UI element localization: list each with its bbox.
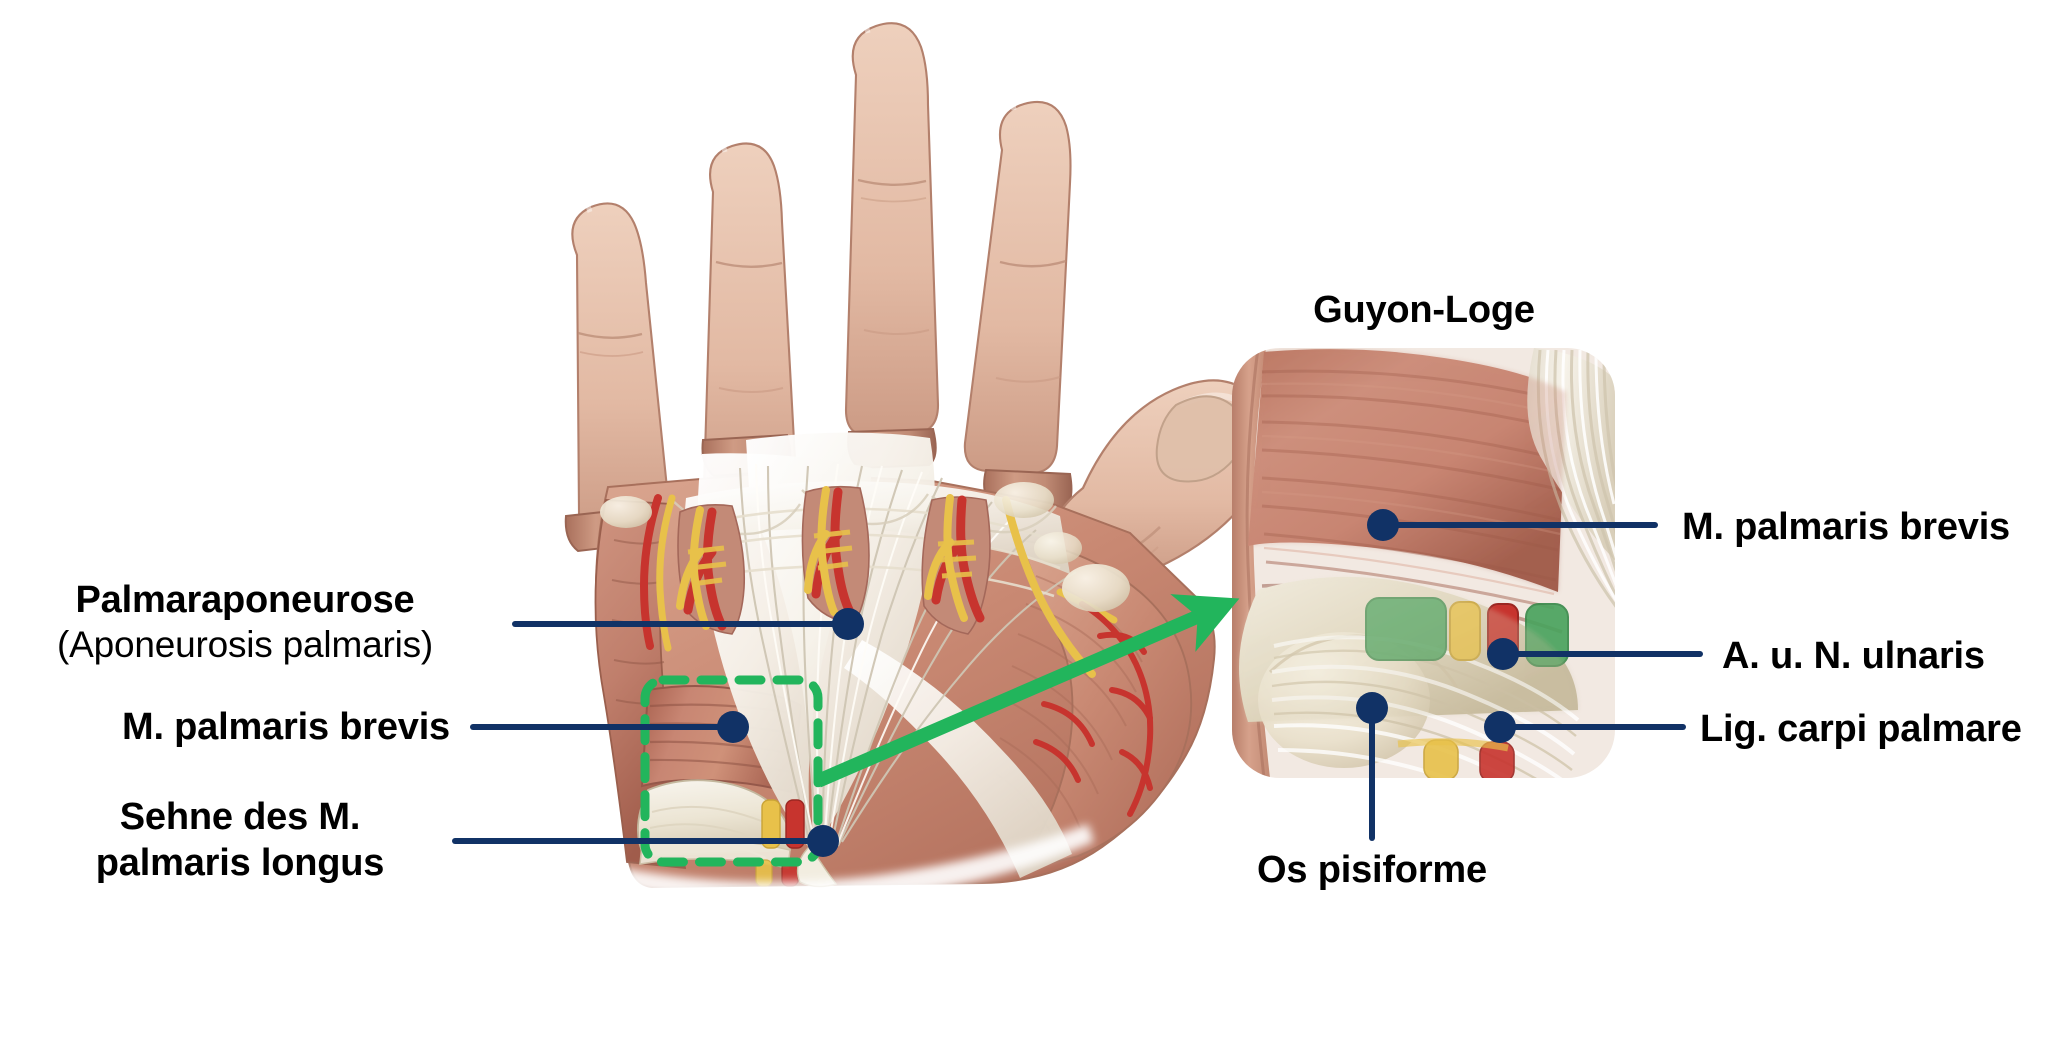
- guyon-canal-region-highlight: [640, 675, 823, 867]
- leader-dot-palmaraponeurose: [832, 608, 864, 640]
- label-m-palmaris-brevis-main: M. palmaris brevis: [122, 706, 450, 748]
- label-os-pisiforme: Os pisiforme: [1257, 849, 1487, 891]
- metacarpal-heads: [600, 482, 1130, 612]
- nerve: [804, 486, 838, 616]
- label-palmaraponeurose-line1: Palmaraponeurose: [75, 579, 415, 621]
- finger-index: [963, 74, 1072, 475]
- lumbrical-window-3: [921, 494, 991, 635]
- label-sehne-palmaris-longus: Sehne des M. palmaris longus: [30, 795, 450, 885]
- label-lig-carpi-palmare: Lig. carpi palmare: [1700, 708, 2022, 750]
- a-ulnaris-main: [785, 799, 805, 849]
- label-palmaraponeurose-line2: (Aponeurosis palmaris): [56, 624, 434, 666]
- n-ulnaris-main: [761, 799, 781, 849]
- lumbrical-window-1: [676, 504, 746, 635]
- leader-dot-os-pisiforme: [1356, 692, 1388, 724]
- label-sehne-palmaris-longus-line1: Sehne des M.: [119, 796, 361, 838]
- label-sehne-palmaris-longus-line2: palmaris longus: [95, 842, 385, 885]
- label-palmaraponeurose: Palmaraponeurose (Aponeurosis palmaris): [0, 578, 490, 667]
- leader-dot-m-palmaris-brevis-main: [717, 711, 749, 743]
- hand-illustration: [564, 0, 1274, 906]
- palmar-arch: [1033, 601, 1154, 817]
- neurovascular-bundles: [639, 485, 1154, 817]
- magnify-arrow: [815, 594, 1240, 788]
- guyon-loge-inset: [1232, 348, 1615, 778]
- finger-middle: [844, 0, 940, 438]
- finger-ring: [702, 114, 798, 513]
- label-m-palmaris-brevis-inset: M. palmaris brevis: [1682, 506, 2010, 548]
- label-a-u-n-ulnaris: A. u. N. ulnaris: [1722, 635, 1985, 677]
- leader-dot-lig-carpi-palmare: [1484, 711, 1516, 743]
- inset-title: Guyon-Loge: [1313, 289, 1535, 331]
- thumbnail: [1155, 395, 1247, 483]
- leader-lines: [452, 509, 1703, 857]
- lumbrical-window-2: [801, 485, 870, 625]
- leader-dot-sehne-palmaris-longus: [807, 825, 839, 857]
- leader-dot-m-palmaris-brevis-inset: [1367, 509, 1399, 541]
- finger-little: [571, 171, 670, 538]
- ulnar-digital-bundle: [639, 494, 676, 652]
- leader-dot-a-u-n-ulnaris: [1487, 638, 1519, 670]
